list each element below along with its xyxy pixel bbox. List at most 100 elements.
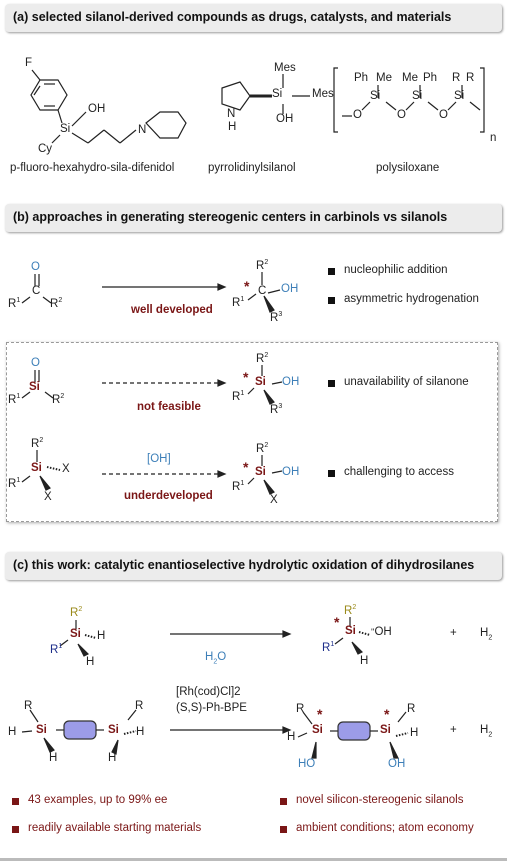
atom-si-4: Si xyxy=(412,90,423,102)
atom-f: F xyxy=(25,57,33,69)
section-c-header: (c) this work: catalytic enantioselectiv… xyxy=(5,552,502,580)
atom-r-2: R xyxy=(466,72,475,84)
atom-si-5: Si xyxy=(454,90,465,102)
silanol-structure-1 xyxy=(247,365,283,405)
sm-h2: H xyxy=(86,656,95,668)
ketone-r1: R1 xyxy=(8,297,21,310)
bp-r2: R xyxy=(407,703,416,715)
label-not-feasible: not feasible xyxy=(137,401,201,413)
silanol2-oh: OH xyxy=(282,466,300,478)
plus-1: + xyxy=(450,627,457,639)
bullet-1 xyxy=(328,268,335,275)
product-h2-2: H2 xyxy=(480,724,493,739)
atom-si-2: Si xyxy=(272,88,283,100)
atom-mes-1: Mes xyxy=(274,62,296,74)
carbinol-r1: R1 xyxy=(232,296,245,309)
silanol2-r1: R1 xyxy=(232,480,245,493)
bp-ho1: HO xyxy=(298,758,316,770)
stereo-star-pr: * xyxy=(334,614,340,630)
bp-h1: H xyxy=(287,731,296,743)
atom-mes-2: Mes xyxy=(312,88,334,100)
pr-r2: R2 xyxy=(344,604,357,617)
stereo-star-bp2: * xyxy=(384,706,390,722)
catalyst-line-2: (S,S)-Ph-BPE xyxy=(176,702,247,714)
bis-silanol-product xyxy=(297,711,409,759)
ketone-c: C xyxy=(32,285,41,297)
c-bullet-2 xyxy=(280,798,287,805)
sm-h1: H xyxy=(97,630,106,642)
atom-oh-1: OH xyxy=(88,103,106,115)
bp-h2: H xyxy=(410,727,419,739)
atom-oh-2: OH xyxy=(276,113,294,125)
c-bullet-text-1: 43 examples, up to 99% ee xyxy=(28,794,168,806)
silanol1-oh: OH xyxy=(282,376,300,388)
c-bullet-4 xyxy=(280,826,287,833)
carbinol-r2: R2 xyxy=(256,259,269,272)
product-h2-1: H2 xyxy=(480,627,493,642)
ketone-structure xyxy=(21,274,52,304)
pr-r1: R1 xyxy=(322,641,335,654)
silanone-r1: R1 xyxy=(8,393,21,406)
c-bullet-text-3: readily available starting materials xyxy=(28,822,202,834)
silane-r1: R1 xyxy=(8,477,21,490)
dihydrosilane-structure xyxy=(59,620,97,657)
bp-si1: Si xyxy=(312,724,323,736)
silanol1-si: Si xyxy=(255,376,266,388)
pr-oh: ''OH xyxy=(371,626,392,638)
silanol2-r2: R2 xyxy=(256,442,269,455)
bullet-text-nucleophilic: nucleophilic addition xyxy=(344,264,448,276)
pr-h: H xyxy=(360,655,369,667)
atom-o-b: O xyxy=(397,109,406,121)
label-well-developed: well developed xyxy=(131,304,213,316)
label-underdeveloped: underdeveloped xyxy=(124,490,213,502)
c-bullet-3 xyxy=(12,826,19,833)
bullet-text-hydrogenation: asymmetric hydrogenation xyxy=(344,293,479,305)
silanol2-si: Si xyxy=(255,466,266,478)
silanone-structure xyxy=(21,370,54,399)
bis-h3: H xyxy=(136,726,145,738)
silane-si: Si xyxy=(31,462,42,474)
bis-r2: R xyxy=(135,700,144,712)
dashed-silanol-box xyxy=(6,342,498,522)
silanone-o: O xyxy=(31,357,40,369)
silanol2-x: X xyxy=(270,494,278,506)
bp-oh2: OH xyxy=(388,758,406,770)
c-bullet-1 xyxy=(12,798,19,805)
ketone-o: O xyxy=(31,261,40,273)
c-bullet-text-2: novel silicon-stereogenic silanols xyxy=(296,794,464,806)
carbinol-oh: OH xyxy=(281,283,299,295)
bis-h1: H xyxy=(8,726,17,738)
compound-polysiloxane xyxy=(333,67,485,133)
atom-cy: Cy xyxy=(38,143,53,155)
pr-si: Si xyxy=(345,625,356,637)
bis-r1: R xyxy=(24,700,33,712)
bullet-text-silanone: unavailability of silanone xyxy=(344,376,469,388)
stereo-star-c: * xyxy=(244,278,250,294)
atom-ph-2: Ph xyxy=(423,72,438,84)
silanol1-r3: R3 xyxy=(270,403,283,416)
atom-n-2: N xyxy=(227,108,236,120)
bottom-divider xyxy=(0,858,507,861)
silane-x2: X xyxy=(44,491,52,503)
carbinol-r3: R3 xyxy=(270,311,283,324)
silanone-r2: R2 xyxy=(52,393,65,406)
plus-2: + xyxy=(450,724,457,736)
atom-si-3: Si xyxy=(370,90,381,102)
atom-o-a: O xyxy=(353,109,362,121)
silanone-si: Si xyxy=(29,381,40,393)
sm-si: Si xyxy=(70,628,81,640)
label-h2o: H2O xyxy=(205,651,227,666)
carbinol-structure xyxy=(247,272,281,313)
atom-si-1: Si xyxy=(60,123,71,135)
silanol1-r2: R2 xyxy=(256,352,269,365)
c-bullet-text-4: ambient conditions; atom economy xyxy=(296,822,474,834)
atom-me-1: Me xyxy=(376,72,392,84)
silane-x1: X xyxy=(62,463,70,475)
atom-o-c: O xyxy=(439,109,448,121)
stereo-star-si-2: * xyxy=(243,459,249,475)
compound-pyrrolidinylsilanol xyxy=(221,74,310,114)
section-b-header: (b) approaches in generating stereogenic… xyxy=(5,204,502,232)
ketone-r2: R2 xyxy=(50,297,63,310)
silane-r2: R2 xyxy=(31,437,44,450)
